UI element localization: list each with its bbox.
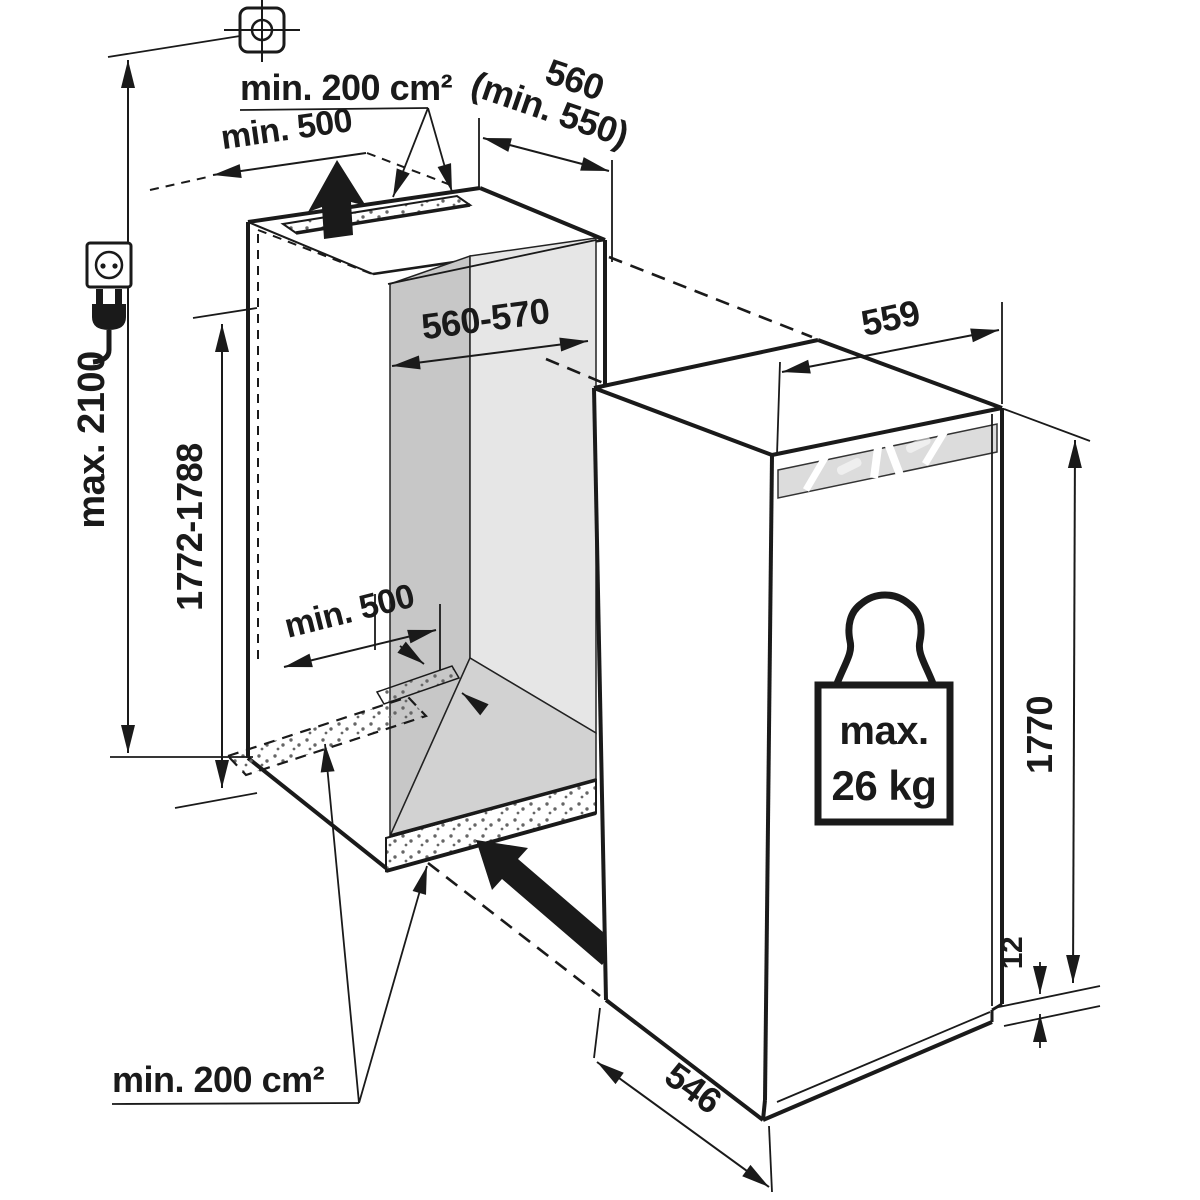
floor-vent-strip [375, 665, 461, 705]
label-door-weight-2: 26 kg [832, 762, 937, 809]
dim-appliance-height: 1770 [1003, 408, 1091, 984]
label-appliance-width: 559 [857, 292, 923, 344]
hinge-bracket-detail [777, 423, 998, 499]
datum-crosshair-icon [224, 0, 300, 62]
label-bottom-vent-text: min. 200 cm² [112, 1059, 325, 1100]
floor-vent-cutout [226, 695, 428, 777]
label-max-total-height: max. 2100 [71, 351, 113, 528]
label-appliance-height: 1770 [1019, 696, 1060, 774]
label-niche-height: 1772-1788 [169, 443, 210, 611]
label-bottom-vent: min. 200 cm² [111, 743, 428, 1105]
appliance-left-side [594, 388, 772, 1120]
plug-icon [92, 289, 126, 365]
label-plinth-height: 12 [996, 937, 1029, 969]
socket-icon [85, 241, 133, 289]
airflow-arrow-top [308, 160, 366, 239]
label-top-vent-text: min. 200 cm² [240, 67, 453, 108]
weight-limit-icon: max. 26 kg [814, 591, 954, 826]
airflow-arrow-bottom [476, 840, 618, 965]
dim-max-total-height: max. 2100 [71, 35, 253, 758]
dim-plinth-height: 12 [993, 937, 1101, 1048]
niche-cabinet [226, 160, 618, 965]
appliance [592, 338, 1004, 1122]
dim-niche-height: 1772-1788 [169, 307, 258, 809]
label-door-weight-1: max. [839, 709, 928, 753]
dim-top-clearance: min. 500 [149, 101, 457, 191]
label-top-vent: min. 200 cm² [239, 67, 453, 198]
